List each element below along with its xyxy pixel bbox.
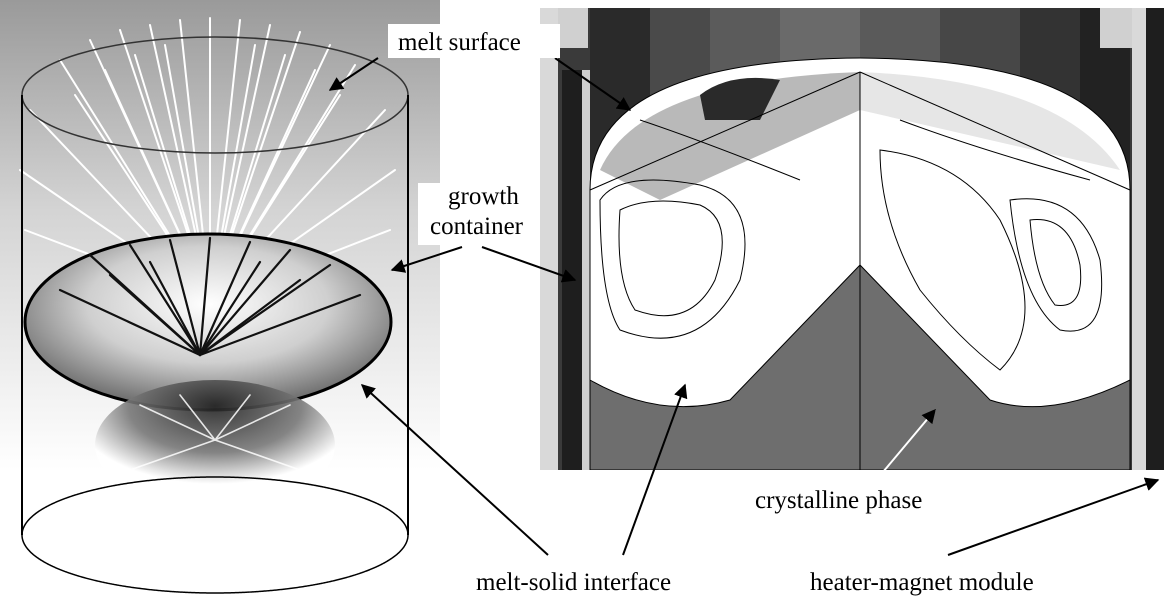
left-heater-strip bbox=[540, 8, 558, 470]
label-melt-solid-interface: melt-solid interface bbox=[476, 569, 671, 596]
left-cylinder-panel bbox=[0, 0, 440, 599]
left-container-wall bbox=[562, 70, 582, 470]
lower-vortex bbox=[95, 380, 335, 510]
right-section-panel bbox=[540, 8, 1164, 470]
right-heater-strip bbox=[1132, 8, 1146, 470]
right-container-wall bbox=[1146, 8, 1164, 470]
arrow-heater-magnet bbox=[948, 480, 1158, 555]
label-heater-magnet-module: heater-magnet module bbox=[810, 569, 1034, 596]
label-container: container bbox=[430, 213, 524, 240]
label-crystalline-phase: crystalline phase bbox=[755, 487, 922, 514]
label-melt-surface: melt surface bbox=[398, 29, 521, 56]
label-growth: growth bbox=[448, 183, 519, 210]
